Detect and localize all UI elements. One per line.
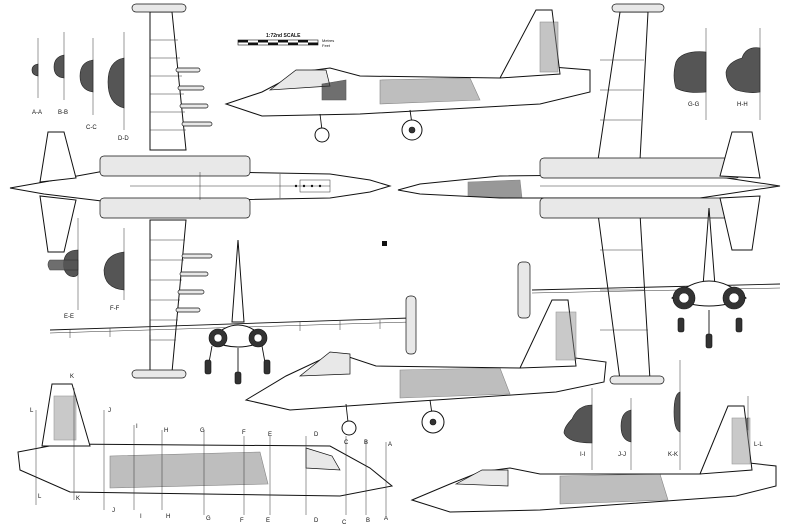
scale-bar: 1:72nd SCALE Metres Feet bbox=[237, 33, 334, 48]
section-label-k: K-K bbox=[668, 452, 678, 458]
scale-unit-feet: Feet bbox=[322, 43, 331, 48]
scale-title: 1:72nd SCALE bbox=[266, 33, 301, 39]
section-label-e: E-E bbox=[64, 314, 74, 320]
section-label-g: G-G bbox=[688, 102, 700, 108]
station-label-b-bottom: B bbox=[366, 518, 370, 524]
section-label-h: H-H bbox=[737, 102, 748, 108]
side-view-upper bbox=[224, 9, 591, 143]
section-label-c: C-C bbox=[86, 125, 97, 131]
station-label-j-top: J bbox=[108, 408, 111, 414]
station-label-i-top: I bbox=[136, 424, 138, 430]
cross-sections-mid-left: E-E F-F bbox=[47, 218, 125, 320]
station-label-d-bottom: D bbox=[314, 518, 319, 524]
station-label-k-top: K bbox=[70, 374, 74, 380]
section-label-d: D-D bbox=[118, 136, 129, 142]
station-label-g-bottom: G bbox=[206, 516, 211, 522]
station-label-f-bottom: F bbox=[240, 518, 244, 524]
station-label-f-top: F bbox=[242, 430, 246, 436]
side-view-lower-left: L K J I H G F E D C B A L K J I H G F E … bbox=[17, 374, 394, 526]
section-label-f: F-F bbox=[110, 306, 120, 312]
side-view-lower-right bbox=[410, 405, 777, 513]
station-label-a-top: A bbox=[388, 442, 392, 448]
section-label-b: B-B bbox=[58, 110, 68, 116]
station-label-d-top: D bbox=[314, 432, 319, 438]
front-view-left bbox=[49, 239, 417, 385]
station-label-j-bottom: J bbox=[112, 508, 115, 514]
cross-sections-bottom-right: I-I J-J K-K L-L bbox=[563, 360, 763, 470]
station-label-c-bottom: C bbox=[342, 520, 347, 526]
station-label-h-top: H bbox=[164, 428, 168, 434]
station-label-a-bottom: A bbox=[384, 516, 388, 522]
center-marker bbox=[382, 241, 387, 246]
section-label-j: J-J bbox=[618, 452, 626, 458]
station-label-c-top: C bbox=[344, 440, 349, 446]
station-label-e-bottom: E bbox=[266, 518, 270, 524]
station-label-b-top: B bbox=[364, 440, 368, 446]
station-label-h-bottom: H bbox=[166, 514, 170, 520]
station-label-l-bottom: L bbox=[38, 494, 42, 500]
section-label-a: A-A bbox=[32, 110, 42, 116]
plan-view-top bbox=[9, 3, 392, 379]
station-label-i-bottom: I bbox=[140, 514, 142, 520]
station-label-l-top: L bbox=[30, 408, 34, 414]
cross-sections-top-left: A-A B-B C-C D-D bbox=[31, 32, 129, 142]
station-label-g-top: G bbox=[200, 428, 205, 434]
side-view-middle bbox=[244, 299, 607, 436]
station-label-e-top: E bbox=[268, 432, 272, 438]
front-view-right bbox=[517, 207, 781, 349]
plan-view-right bbox=[397, 3, 781, 385]
section-label-l: L-L bbox=[754, 442, 763, 448]
station-label-k-bottom: K bbox=[76, 496, 80, 502]
scale-unit-metres: Metres bbox=[322, 38, 334, 43]
cross-sections-top-right: G-G H-H bbox=[673, 28, 761, 120]
section-label-i: I-I bbox=[580, 452, 586, 458]
